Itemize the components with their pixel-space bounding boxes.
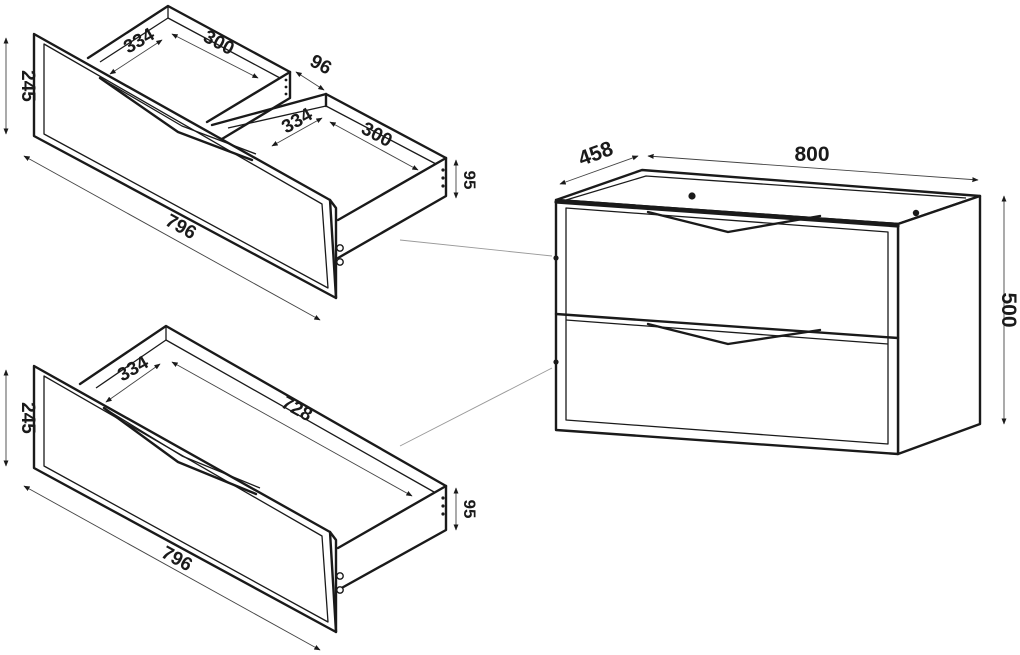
dim-top-left-depth: 334 (120, 24, 158, 58)
cabinet: 458 800 500 (553, 137, 1020, 456)
cabinet-dimensions: 458 800 500 (559, 137, 1020, 425)
leader-bottom-drawer (399, 367, 553, 447)
leader-top-drawer (399, 239, 553, 257)
dim-cabinet-width: 800 (794, 143, 829, 166)
dim-top-left-width: 300 (200, 26, 238, 59)
dim-top-side-height: 95 (460, 171, 479, 190)
top-drawer: 245 796 334 300 96 334 300 95 (3, 4, 479, 321)
dim-cabinet-height: 500 (997, 292, 1020, 327)
dim-bottom-front-height: 245 (17, 402, 38, 434)
dim-top-front-height: 245 (17, 70, 38, 102)
dim-top-right-width: 300 (358, 118, 396, 151)
dim-top-gap: 96 (306, 51, 335, 79)
bottom-drawer: 245 796 334 728 95 (3, 324, 479, 651)
dim-bottom-side-height: 95 (460, 500, 479, 519)
top-drawer-front-panel (32, 32, 344, 300)
cabinet-side (896, 194, 982, 456)
